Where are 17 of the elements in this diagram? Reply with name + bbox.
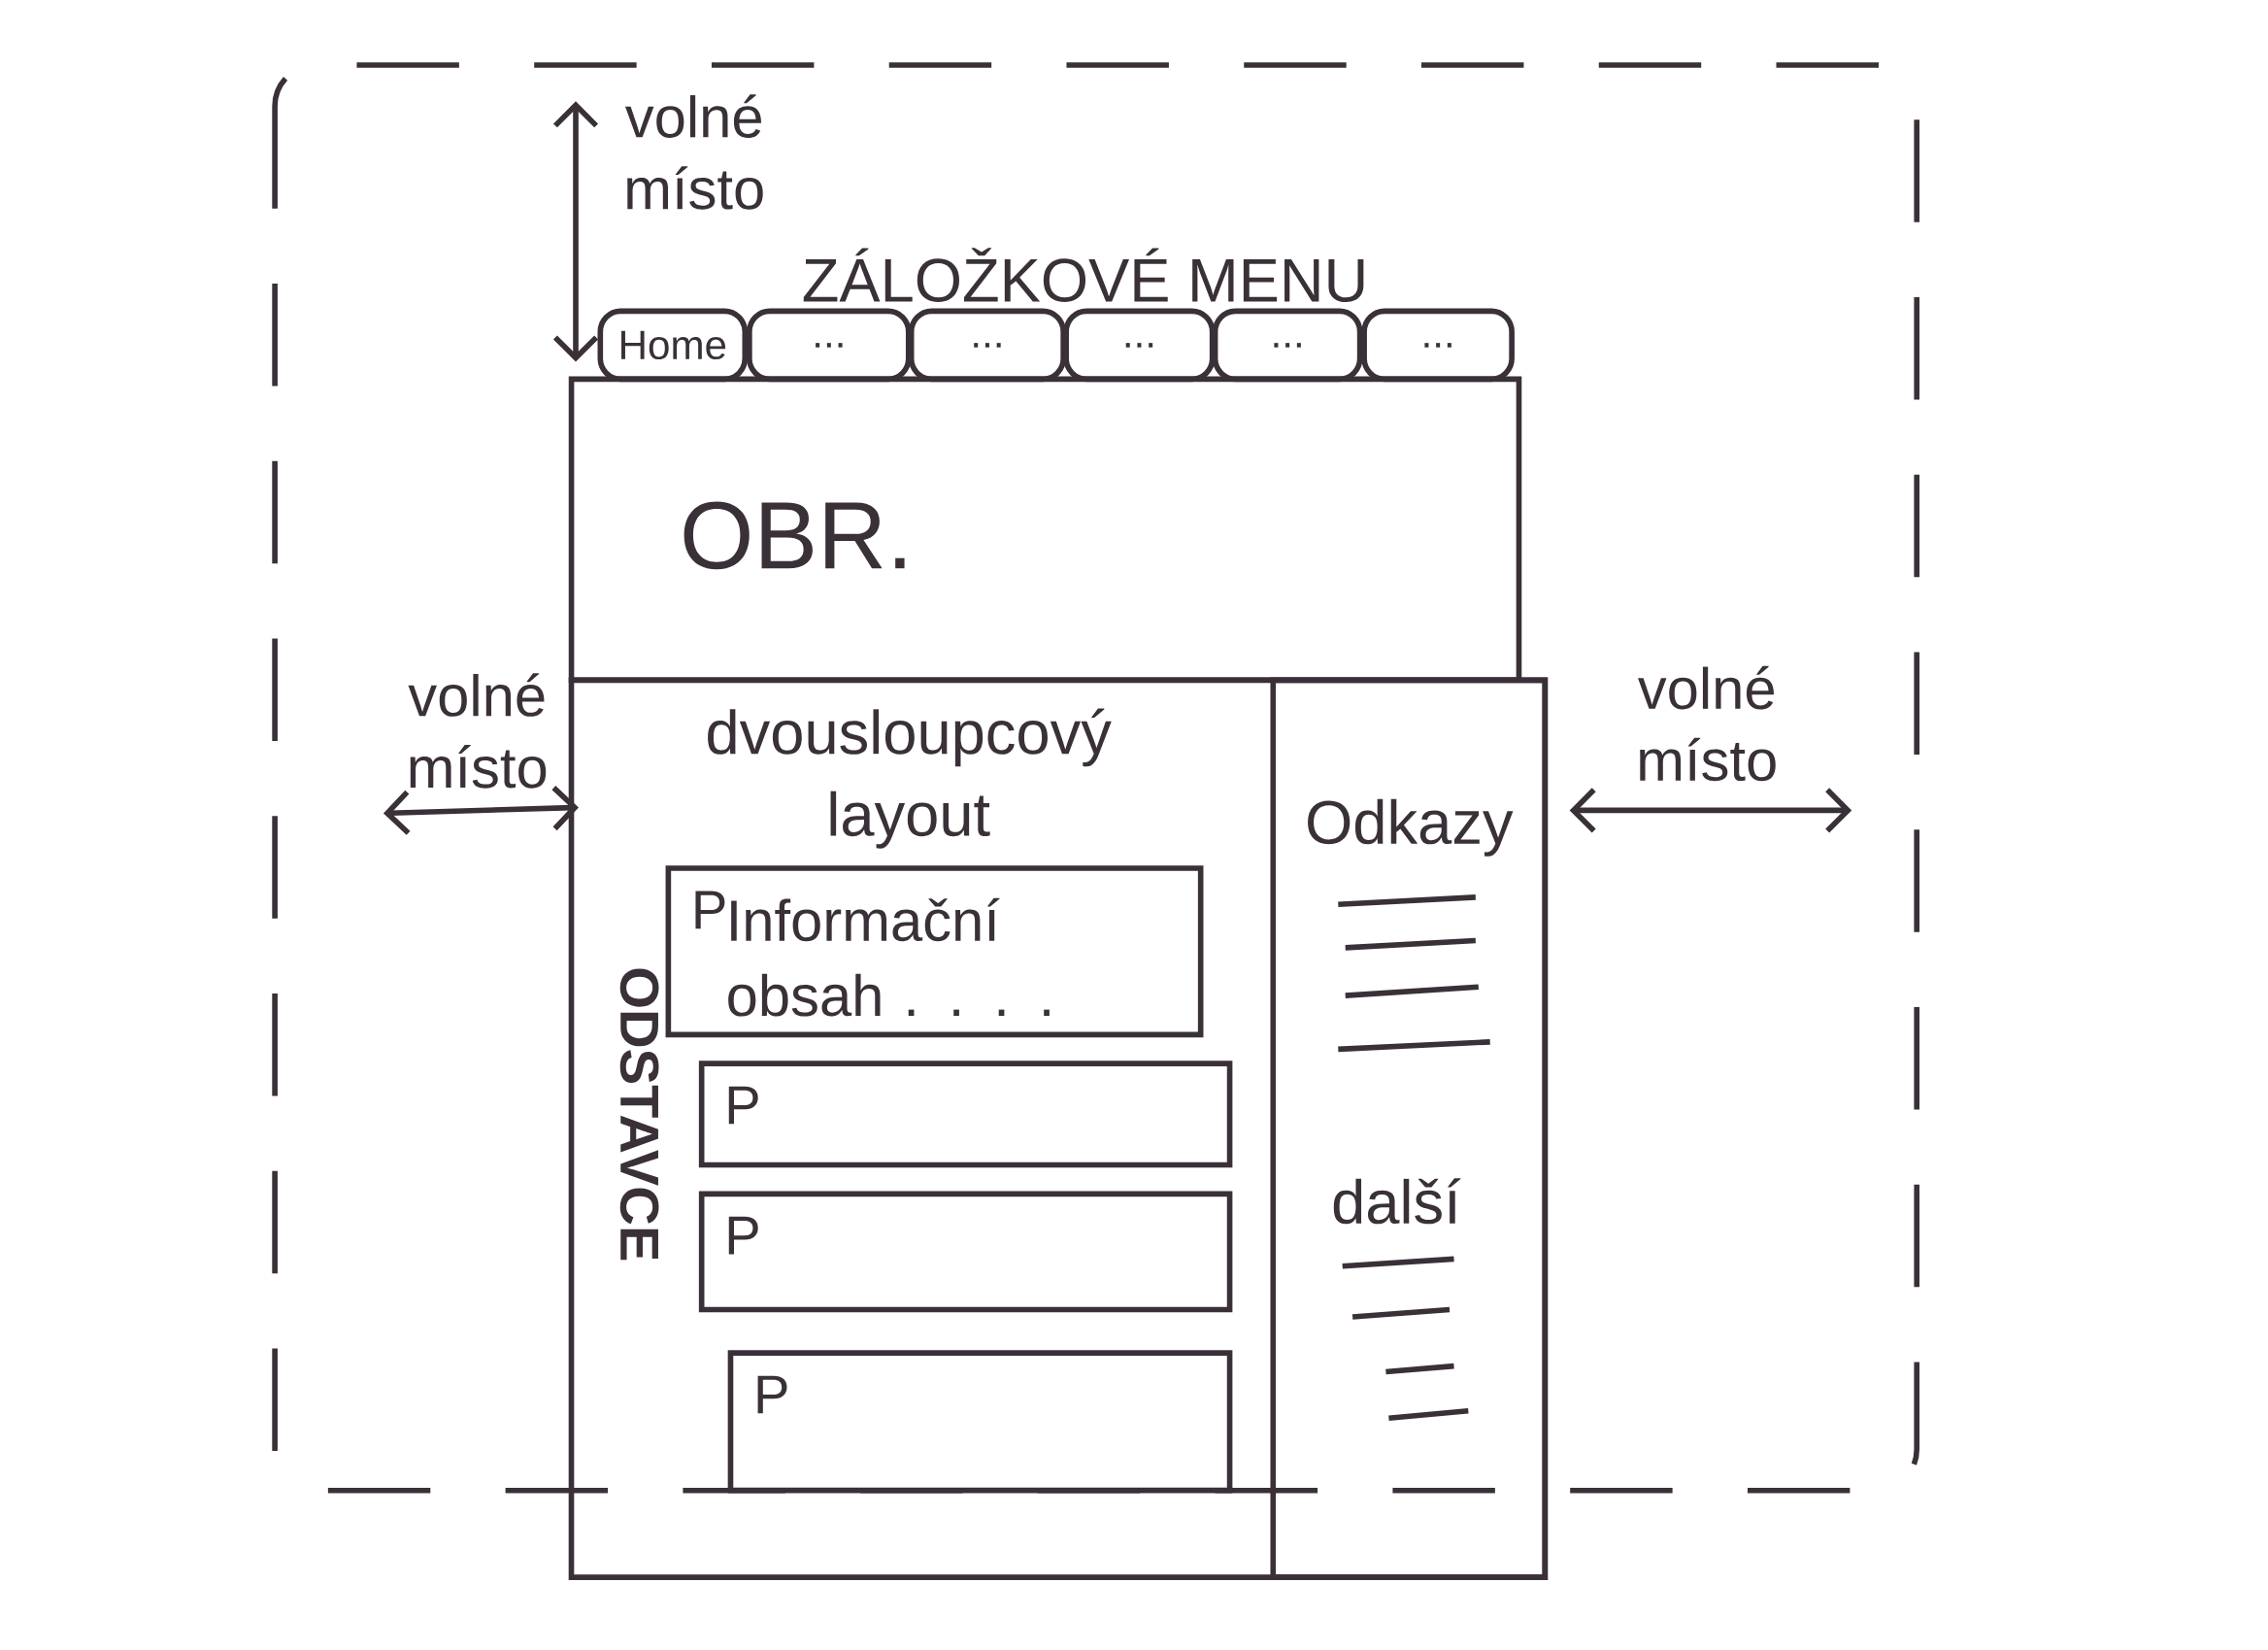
paragraph-box: P	[698, 1061, 1233, 1168]
menu-tab: ...	[747, 308, 912, 383]
paragraph-box: P	[727, 1350, 1233, 1494]
picture-box: OBR.	[568, 376, 1522, 684]
space-label: volné místo	[625, 94, 763, 210]
menu-heading: ZÁLOŽKOVÉ MENU	[803, 248, 1364, 303]
space-label: volné místo	[408, 673, 547, 789]
space-label: volné místo	[1638, 665, 1776, 782]
menu-tab: ...	[1361, 308, 1515, 383]
paragraph-box: PInformační obsah . . . .	[665, 865, 1204, 1038]
menu-tab: Home	[597, 308, 749, 383]
paragraph-box: P	[698, 1191, 1233, 1313]
menu-tab: ...	[908, 308, 1066, 383]
vertical-label: ODSTAVCE	[619, 968, 659, 1261]
menu-tab: ...	[1212, 308, 1363, 383]
menu-tab: ...	[1063, 308, 1216, 383]
link-column: Odkazy další	[1270, 677, 1549, 1580]
